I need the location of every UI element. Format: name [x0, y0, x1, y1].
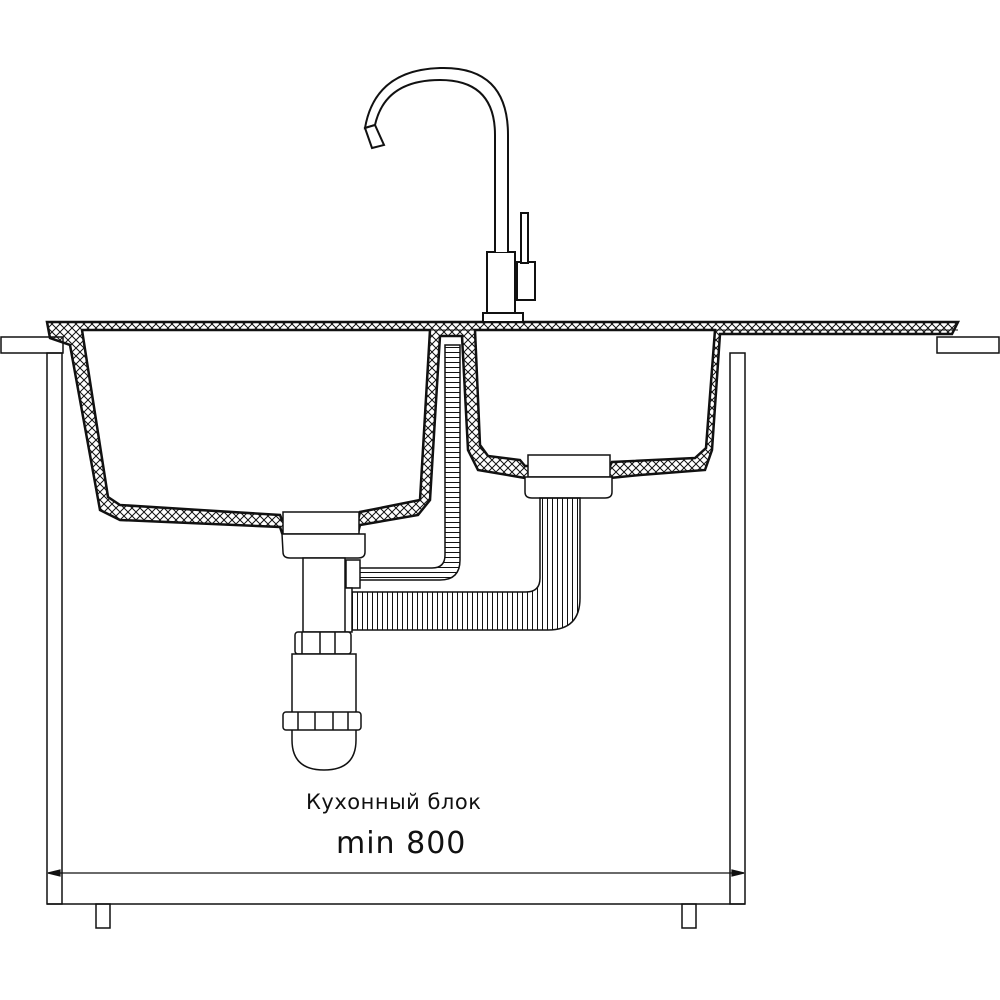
min-width-label: min 800: [336, 826, 467, 861]
faucet: [363, 66, 536, 323]
sink-body: [45, 320, 961, 535]
countertop-left: [0, 336, 64, 354]
siphon-trap: [282, 557, 362, 771]
cabinet-foot-right: [681, 903, 697, 929]
dimension-line: [47, 869, 745, 877]
cabinet-label: Кухонный блок: [306, 790, 482, 814]
right-drain: [524, 454, 613, 499]
cabinet: [46, 352, 746, 929]
overflow-hose: [345, 344, 461, 589]
countertop-right: [936, 336, 1000, 354]
cabinet-foot-left: [95, 903, 111, 929]
left-drain: [281, 511, 366, 559]
